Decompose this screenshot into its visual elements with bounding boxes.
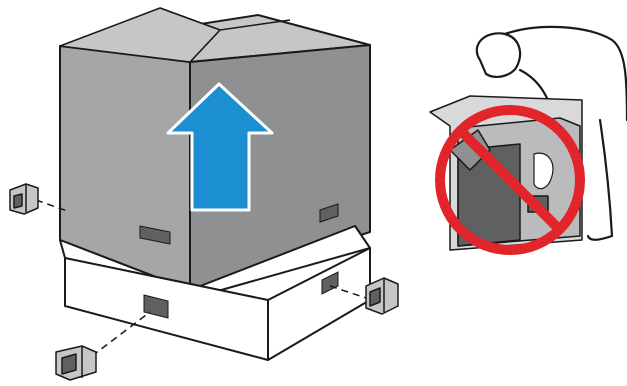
person-head bbox=[477, 33, 520, 77]
lock-clip-bottom bbox=[56, 346, 96, 380]
lock-clip-right bbox=[366, 278, 398, 314]
lock-clip-left bbox=[10, 184, 38, 214]
person-leg bbox=[588, 120, 612, 240]
